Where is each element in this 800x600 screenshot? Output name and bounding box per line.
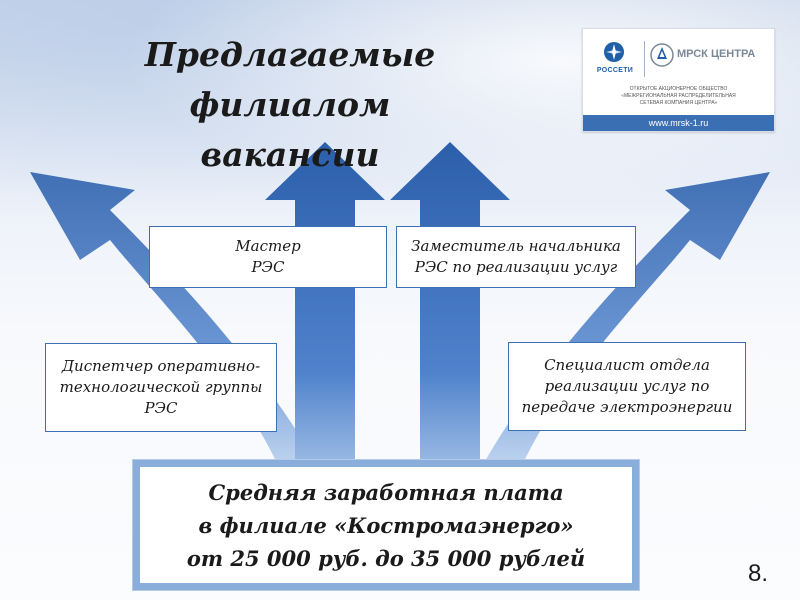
salary-line-2: в филиале «Костромаэнерго»: [198, 512, 574, 538]
description-line: ОТКРЫТОЕ АКЦИОНЕРНОЕ ОБЩЕСТВО: [629, 86, 728, 92]
title-line-2: вакансии: [200, 135, 380, 174]
vacancy-dispatcher-line: технологической группы: [59, 378, 263, 396]
rosseti-label: РОССЕТИ: [596, 67, 634, 74]
company-description: ОТКРЫТОЕ АКЦИОНЕРНОЕ ОБЩЕСТВО «МЕЖРЕГИОН…: [593, 86, 764, 107]
salary-line-3: от 25 000 руб. до 35 000 рублей: [186, 545, 586, 571]
arrow-center-right: [390, 142, 510, 470]
rosseti-emblem-icon: [604, 42, 624, 62]
logo-divider: [644, 41, 645, 77]
vacancy-specialist-box: Специалист отдела реализации услуг по пе…: [508, 342, 746, 431]
mrsk-emblem-icon: [650, 43, 674, 67]
page-number: 8.: [748, 560, 769, 587]
mrsk-label: МРСК ЦЕНТРА: [677, 48, 756, 60]
vacancy-dispatcher-box: Диспетчер оперативно- технологической гр…: [45, 343, 277, 432]
vacancy-dispatcher-line: РЭС: [144, 399, 178, 417]
vacancy-deputy-line: РЭС по реализации услуг: [414, 258, 618, 276]
vacancy-deputy-line: Заместитель начальника: [411, 237, 621, 255]
vacancy-specialist-line: передаче электроэнергии: [521, 398, 733, 416]
vacancy-master-line: Мастер: [235, 237, 301, 255]
slide-title: Предлагаемые филиалом вакансии: [40, 30, 540, 180]
title-line-1: Предлагаемые филиалом: [144, 35, 436, 124]
vacancy-master-box: Мастер РЭС: [149, 226, 387, 288]
vacancy-deputy-box: Заместитель начальника РЭС по реализации…: [396, 226, 636, 288]
salary-box: Средняя заработная плата в филиале «Кост…: [133, 460, 639, 590]
website-url[interactable]: www.mrsk-1.ru: [583, 115, 774, 131]
vacancy-master-line: РЭС: [251, 258, 285, 276]
arrow-center-left: [265, 142, 385, 470]
description-line: «МЕЖРЕГИОНАЛЬНАЯ РАСПРЕДЕЛИТЕЛЬНАЯ: [621, 93, 736, 99]
description-line: СЕТЕВАЯ КОМПАНИЯ ЦЕНТРА»: [639, 100, 718, 106]
company-logo: РОССЕТИ МРСК ЦЕНТРА ОТКРЫТОЕ АКЦИОНЕРНОЕ…: [582, 28, 775, 132]
vacancy-dispatcher-line: Диспетчер оперативно-: [61, 357, 261, 375]
vacancy-specialist-line: реализации услуг по: [544, 377, 710, 395]
salary-line-1: Средняя заработная плата: [208, 479, 564, 505]
vacancy-specialist-line: Специалист отдела: [544, 356, 710, 374]
